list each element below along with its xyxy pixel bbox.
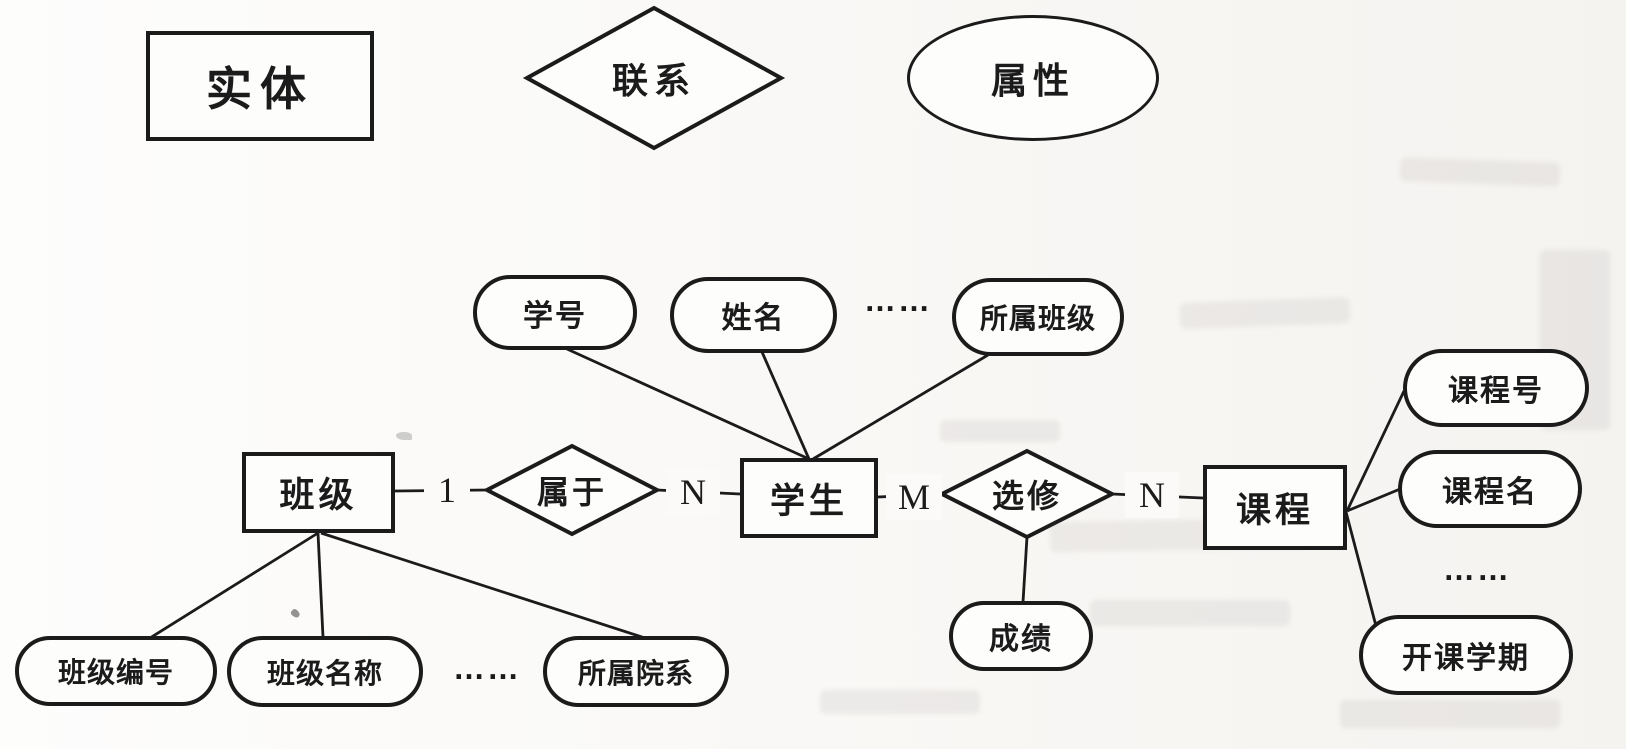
cardinality-label-n2: N bbox=[1125, 472, 1179, 518]
entity-course-node: 课程 bbox=[1203, 465, 1347, 550]
attribute-class-id-node: 班级编号 bbox=[15, 636, 217, 706]
cardinality-label-m: M bbox=[886, 474, 942, 520]
relationship-elective-label: 选修 bbox=[991, 478, 1062, 514]
attribute-student-id-node: 学号 bbox=[473, 275, 637, 350]
attribute-student-class-node: 所属班级 bbox=[952, 278, 1124, 356]
legend-relationship-label: 联系 bbox=[611, 60, 696, 101]
attribute-course-name-node: 课程名 bbox=[1398, 450, 1582, 528]
attribute-elective-grade-node: 成绩 bbox=[949, 601, 1093, 671]
relationship-elective-diamond bbox=[937, 448, 1117, 540]
student-attributes-ellipsis: …… bbox=[864, 281, 932, 318]
course-attributes-ellipsis: …… bbox=[1443, 550, 1511, 587]
attribute-course-semester-node: 开课学期 bbox=[1359, 615, 1573, 695]
cardinality-label-1: 1 bbox=[424, 467, 470, 513]
attribute-student-name-node: 姓名 bbox=[670, 277, 837, 353]
relationship-belongs-label: 属于 bbox=[536, 474, 607, 510]
legend-relationship-diamond bbox=[522, 5, 786, 151]
class-attributes-ellipsis: …… bbox=[453, 649, 521, 686]
legend-entity-label: 实体 bbox=[206, 63, 314, 115]
entity-student-node: 学生 bbox=[740, 458, 878, 538]
attribute-class-name-node: 班级名称 bbox=[227, 636, 423, 707]
entity-class-node: 班级 bbox=[242, 452, 395, 533]
attribute-course-id-node: 课程号 bbox=[1403, 349, 1589, 427]
attribute-class-dept-node: 所属院系 bbox=[543, 636, 729, 707]
cardinality-label-n1: N bbox=[666, 469, 720, 515]
legend-entity-box: 实体 bbox=[146, 31, 374, 141]
legend-attribute-ellipse: 属性 bbox=[907, 15, 1159, 141]
relationship-belongs-diamond bbox=[482, 443, 662, 537]
legend-attribute-label: 属性 bbox=[990, 60, 1075, 101]
